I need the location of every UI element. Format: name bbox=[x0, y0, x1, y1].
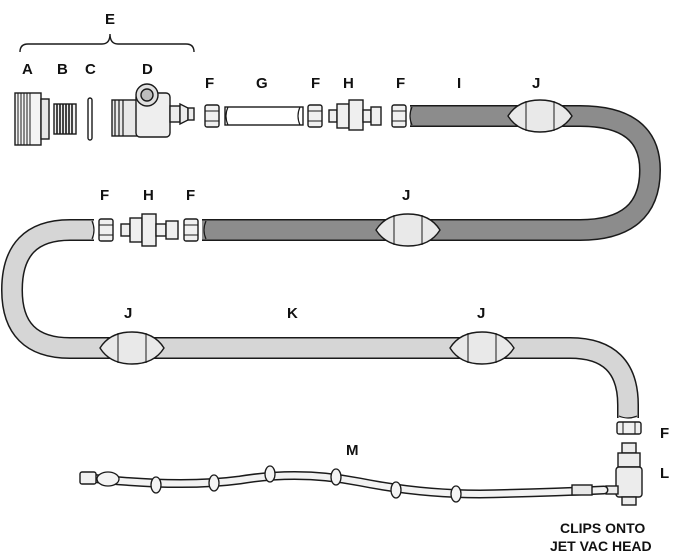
part-a-bulkhead-fitting bbox=[14, 92, 50, 146]
part-k-light-hose bbox=[0, 219, 639, 418]
caption-line-2: JET VAC HEAD bbox=[550, 538, 652, 554]
label-f-4: F bbox=[100, 187, 109, 204]
part-j-float-4 bbox=[449, 331, 515, 365]
part-j-float-1 bbox=[507, 99, 573, 133]
label-f-3: F bbox=[396, 75, 405, 92]
part-f-nut-3 bbox=[391, 104, 407, 128]
label-j-3: J bbox=[124, 305, 132, 322]
part-m-floats bbox=[96, 465, 462, 503]
part-c-o-ring bbox=[87, 97, 93, 141]
part-i-dark-hose bbox=[202, 105, 662, 241]
part-d-valve-body bbox=[111, 83, 195, 138]
part-b-threaded-coupler bbox=[53, 103, 77, 135]
part-j-float-2 bbox=[375, 213, 441, 247]
label-h-1: H bbox=[343, 75, 354, 92]
part-j-float-3 bbox=[99, 331, 165, 365]
label-b: B bbox=[57, 61, 68, 78]
label-f-6: F bbox=[660, 425, 669, 442]
part-f-nut-4 bbox=[98, 218, 114, 242]
label-j-4: J bbox=[477, 305, 485, 322]
label-g: G bbox=[256, 75, 268, 92]
part-g-clear-tube bbox=[224, 106, 304, 126]
part-h-connector-2 bbox=[120, 213, 179, 247]
part-m-vac-hose bbox=[79, 470, 609, 499]
label-h-2: H bbox=[143, 187, 154, 204]
part-l-head-connector bbox=[605, 442, 643, 506]
label-j-1: J bbox=[532, 75, 540, 92]
caption-line-1: CLIPS ONTO bbox=[560, 520, 645, 536]
bracket-e bbox=[19, 33, 195, 53]
part-f-nut-6 bbox=[616, 421, 642, 435]
label-f-1: F bbox=[205, 75, 214, 92]
part-h-connector-1 bbox=[328, 99, 382, 131]
label-l: L bbox=[660, 465, 669, 482]
label-i: I bbox=[457, 75, 461, 92]
label-m: M bbox=[346, 442, 359, 459]
label-j-2: J bbox=[402, 187, 410, 204]
label-f-2: F bbox=[311, 75, 320, 92]
part-f-nut-1 bbox=[204, 104, 220, 128]
part-f-nut-5 bbox=[183, 218, 199, 242]
label-k: K bbox=[287, 305, 298, 322]
label-e: E bbox=[105, 11, 115, 28]
label-d: D bbox=[142, 61, 153, 78]
label-c: C bbox=[85, 61, 96, 78]
part-f-nut-2 bbox=[307, 104, 323, 128]
label-f-5: F bbox=[186, 187, 195, 204]
label-a: A bbox=[22, 61, 33, 78]
